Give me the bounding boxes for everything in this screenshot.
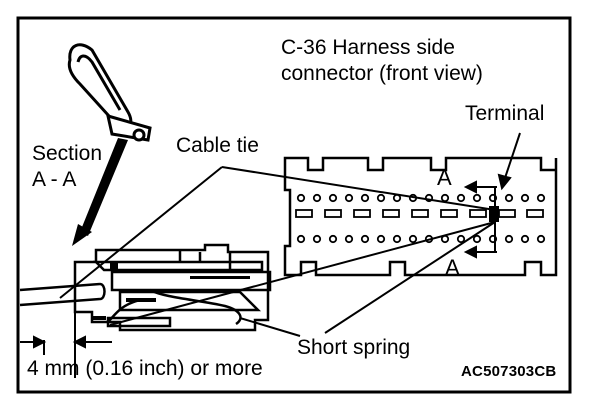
- section-label-line1: Section: [32, 142, 103, 165]
- dimension-label: 4 mm (0.16 inch) or more: [27, 357, 263, 380]
- section-view-fills: [92, 262, 250, 320]
- connector-slots-middle: [295, 209, 544, 218]
- section-mark-top: A: [437, 165, 452, 190]
- figure-border: [16, 16, 572, 394]
- cable-tie-illustration: [67, 43, 152, 142]
- section-cut-line: [463, 180, 497, 259]
- short-spring-label: Short spring: [297, 336, 411, 359]
- section-view: [19, 243, 272, 332]
- terminal-leader: [497, 132, 521, 191]
- short-spring-leader: [239, 317, 301, 337]
- section-pointer: [80, 138, 128, 236]
- connector-title-line1: C-36 Harness side: [281, 36, 455, 59]
- connector-title-line2: connector (front view): [281, 62, 483, 85]
- section-label-line2: A - A: [32, 168, 77, 191]
- cable-tie-label: Cable tie: [176, 134, 259, 157]
- projection-lines: [59, 166, 496, 334]
- connector-pins-top: [296, 193, 546, 203]
- figure-code: AC507303CB: [461, 363, 557, 380]
- section-mark-bottom: A: [445, 255, 460, 280]
- connector-pins-bottom: [296, 234, 546, 244]
- dimension-marker: [20, 312, 112, 378]
- terminal-label: Terminal: [465, 102, 545, 125]
